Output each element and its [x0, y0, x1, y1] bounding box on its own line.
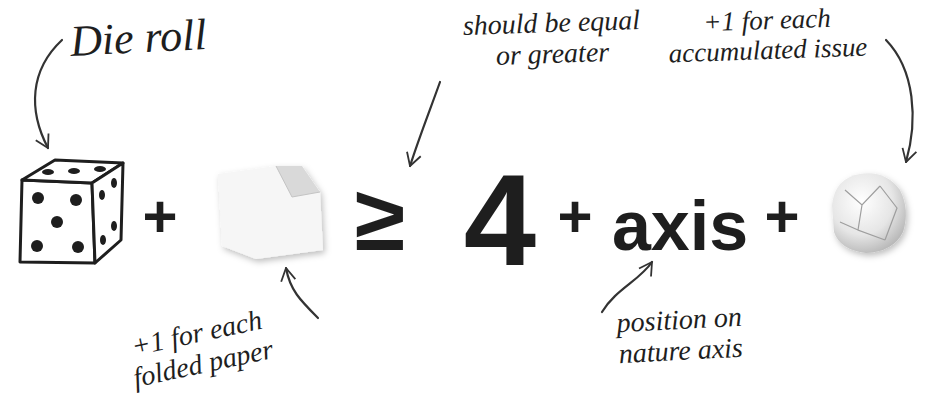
operator-symbol: ≥: [345, 172, 415, 264]
die-icon: [20, 160, 123, 263]
leader-arrow: [410, 82, 440, 166]
die-pip: [51, 216, 63, 228]
leader-arrow: [286, 268, 318, 318]
die-pip: [70, 194, 82, 206]
die-pip: [31, 240, 43, 252]
leader-arrow: [602, 262, 652, 312]
die-pip: [72, 241, 84, 253]
note-text: +1 for each folded paper: [96, 298, 304, 400]
die-pip: [99, 190, 105, 200]
crumpled-paper-icon: [832, 173, 906, 253]
paper-sheet: [218, 166, 323, 259]
constant-number: 4: [455, 155, 545, 285]
die-pip: [42, 169, 54, 175]
die-pip: [111, 221, 117, 231]
die-front: [20, 180, 95, 263]
paper-crease: [276, 166, 320, 197]
die-pip: [32, 192, 44, 204]
note-text: Die roll: [69, 6, 301, 66]
paper-ball: [832, 173, 906, 253]
leader-arrow: [35, 40, 62, 148]
paper-crease: [840, 186, 897, 240]
die-pip: [100, 235, 106, 245]
operator-symbol: +: [555, 187, 595, 247]
die-pip: [111, 178, 117, 188]
leader-arrow: [886, 40, 913, 162]
die-pip: [68, 168, 80, 174]
note-text: position on nature axis: [589, 300, 772, 371]
operator-symbol: +: [762, 187, 802, 247]
folded-paper-icon: [218, 166, 323, 259]
paper-fold: [276, 166, 320, 197]
die-side: [92, 163, 123, 263]
variable-term: axis: [605, 191, 755, 261]
operator-symbol: +: [140, 187, 180, 247]
note-text: should be equal or greater: [451, 5, 653, 74]
die-pip: [94, 166, 106, 172]
note-text: +1 for each accumulated issue: [659, 2, 876, 69]
